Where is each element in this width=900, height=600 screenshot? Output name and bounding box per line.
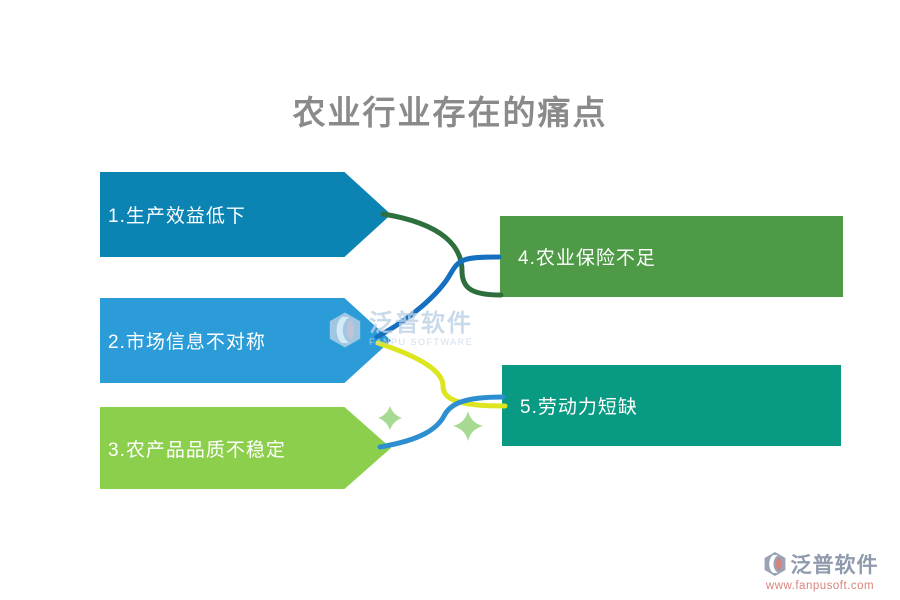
footer-url: www.fanpusoft.com — [765, 580, 875, 592]
connector-2-to-4 — [374, 254, 502, 340]
pain-point-arrow-3: 3.农产品品质不稳定 — [100, 407, 391, 489]
footer-brand-name: 泛普软件 — [790, 554, 879, 577]
pain-point-label-1: 1.生产效益低下 — [108, 206, 246, 227]
pain-point-label-3: 3.农产品品质不稳定 — [108, 439, 286, 461]
pain-point-label-4: 4.农业保险不足 — [518, 248, 656, 269]
footer-logo-icon — [764, 552, 785, 576]
pain-point-box-4: 4.农业保险不足 — [500, 216, 843, 297]
sparkle-icon — [453, 411, 483, 441]
watermark-brand: 泛普软件 — [369, 310, 473, 337]
pain-point-box-5: 5.劳动力短缺 — [502, 365, 841, 446]
pain-point-label-5: 5.劳动力短缺 — [520, 397, 638, 418]
pain-point-label-2: 2.市场信息不对称 — [108, 332, 266, 353]
connector-2-to-5 — [375, 340, 508, 409]
connector-3-to-5 — [377, 394, 506, 450]
connector-1-to-4 — [380, 211, 504, 298]
pain-point-arrow-1: 1.生产效益低下 — [100, 172, 391, 257]
sparkle-icon — [378, 406, 402, 430]
footer-brand-block: 泛普软件 www.fanpusoft.com — [745, 549, 895, 592]
pain-point-arrow-2: 2.市场信息不对称 — [100, 298, 391, 383]
page-title: 农业行业存在的痛点 — [292, 94, 608, 131]
